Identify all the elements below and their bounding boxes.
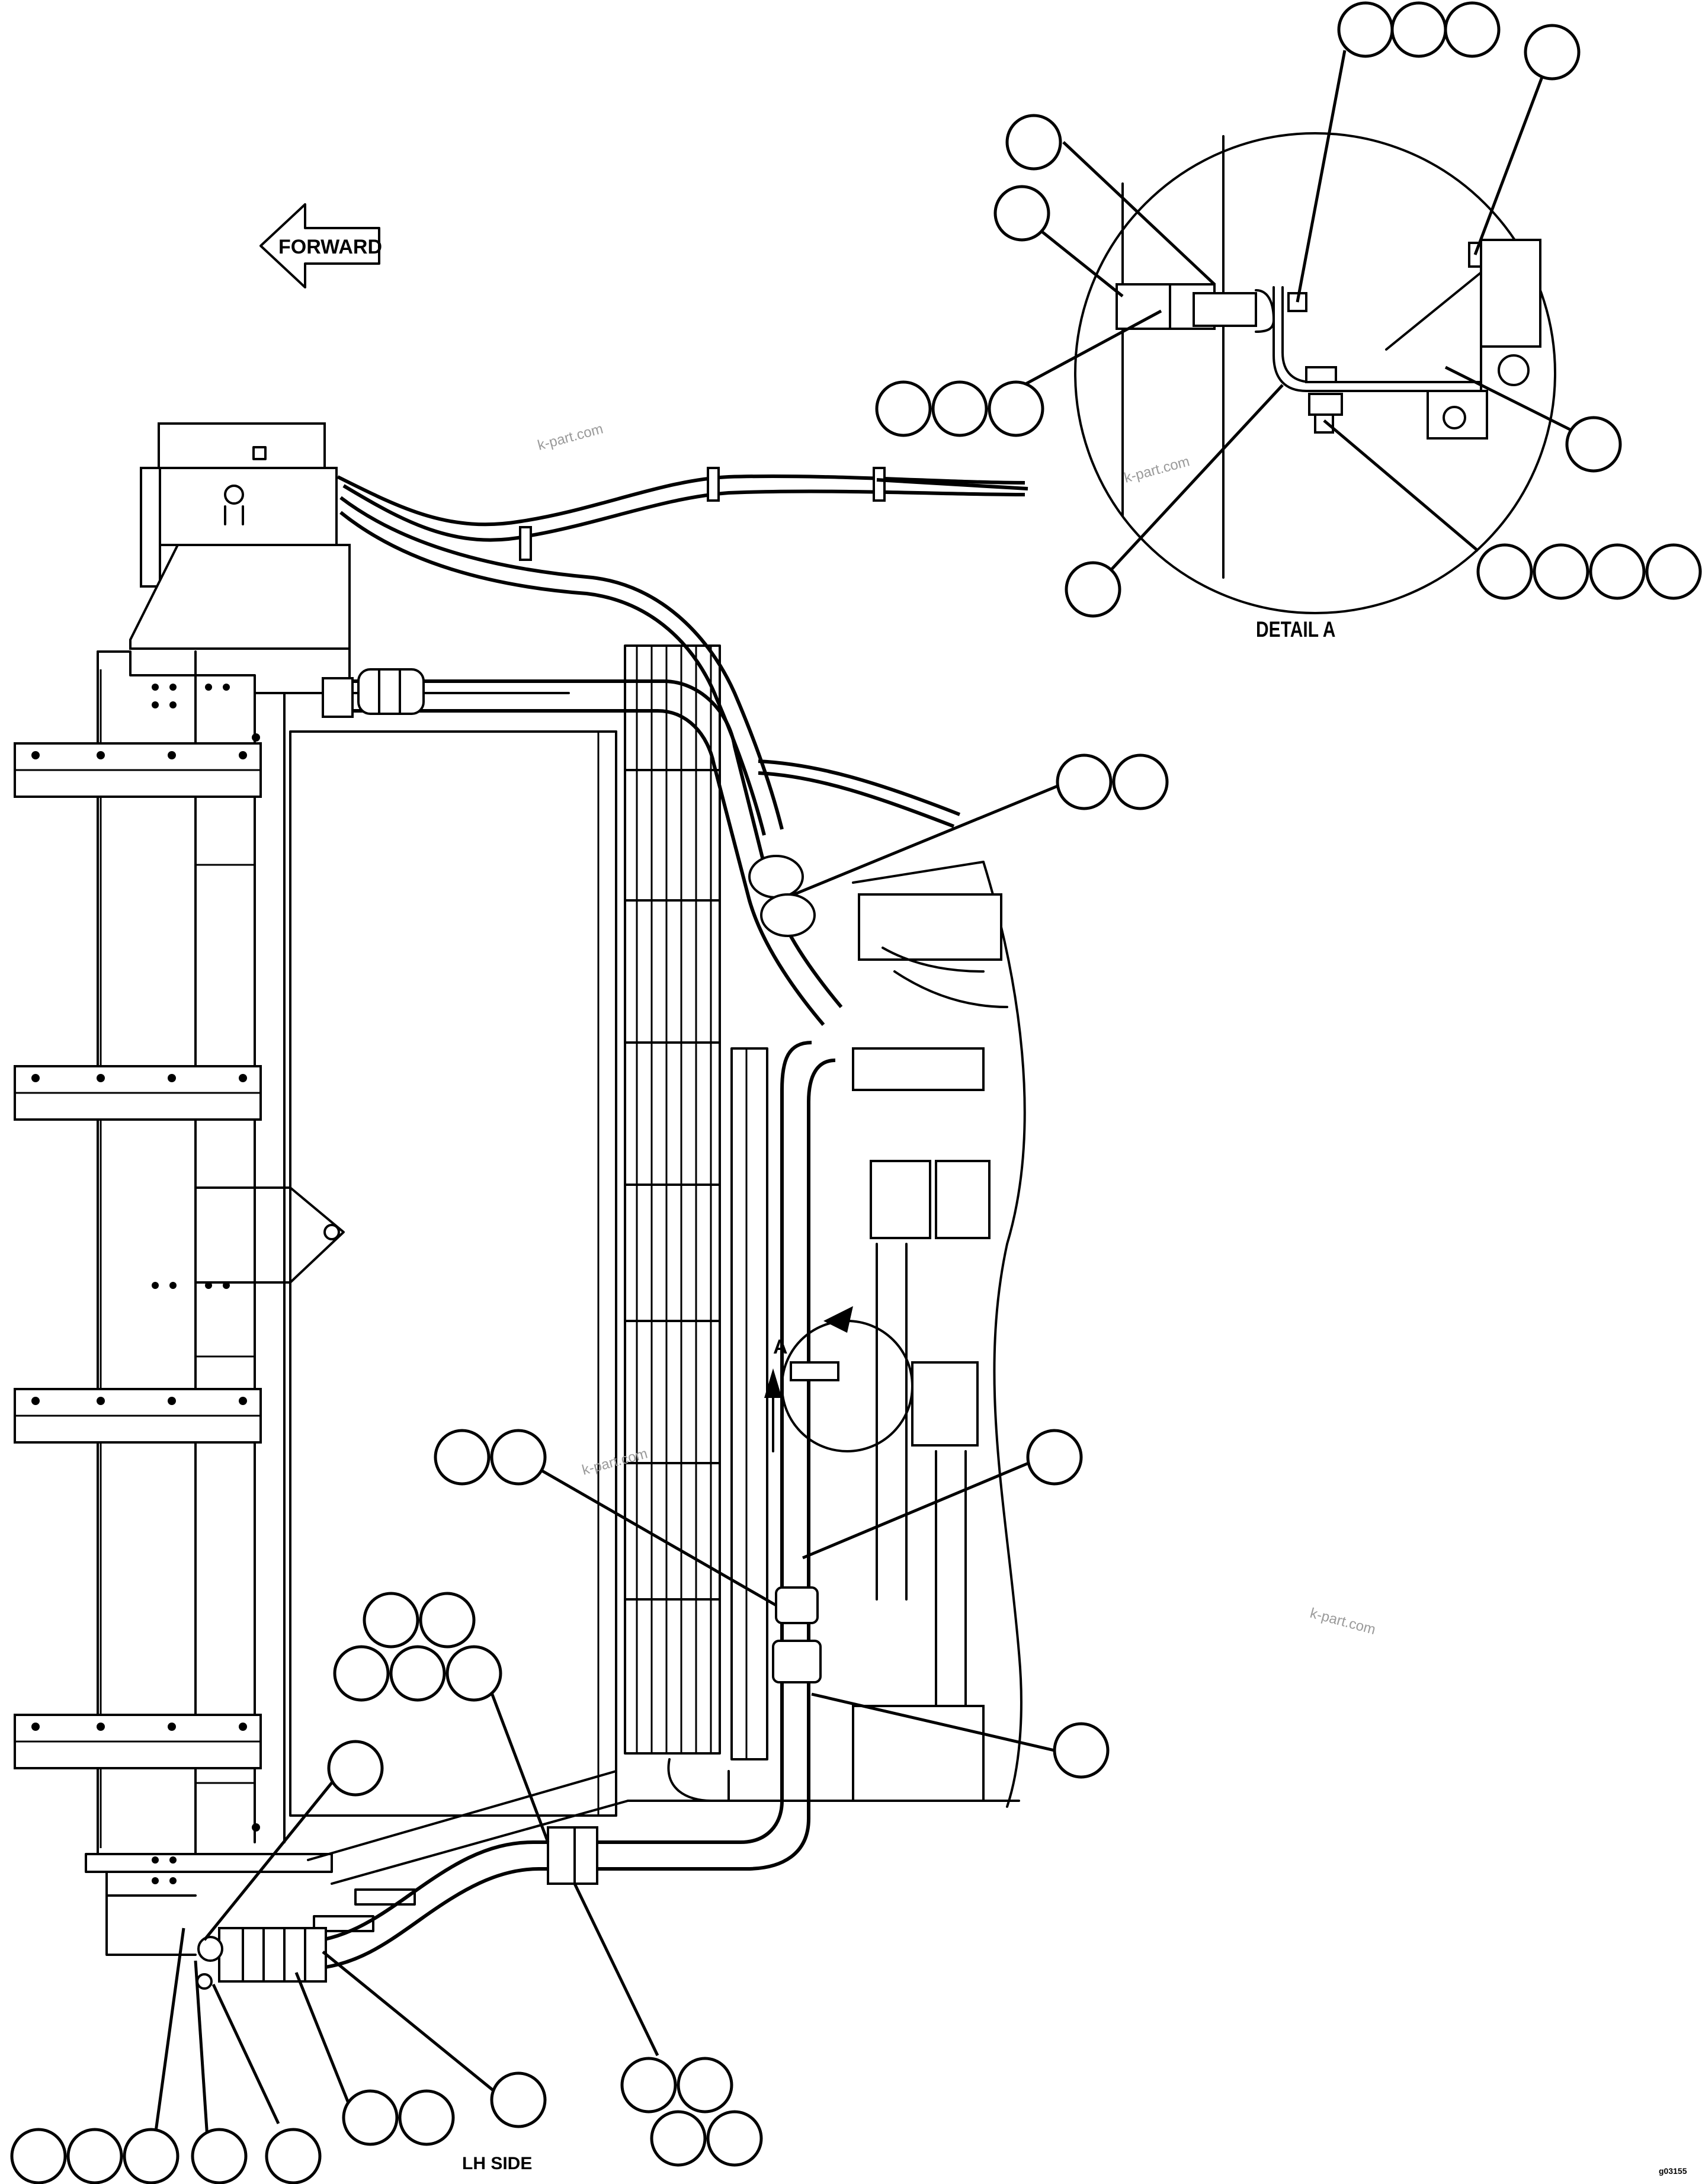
- mounting-holes: [31, 684, 260, 1884]
- coolant-tank: [129, 422, 351, 650]
- watermark: k-part.com: [1308, 1605, 1377, 1638]
- view-marker-label: A: [773, 1336, 788, 1358]
- cooler-core: [289, 644, 768, 1817]
- figure-code: g03155: [1659, 2166, 1687, 2176]
- hose-ferrule: [322, 668, 425, 718]
- detail-a-title: DETAIL A: [1256, 617, 1335, 642]
- engine-outline: [307, 861, 1026, 1932]
- watermark: k-part.com: [536, 421, 605, 453]
- watermark: k-part.com: [581, 1445, 649, 1478]
- detail-a-view-marker: A: [764, 1306, 913, 1452]
- radiator-frame: [14, 650, 570, 1956]
- lh-side-label: LH SIDE: [462, 2154, 532, 2173]
- callout-balloons: [10, 1, 1702, 2184]
- forward-arrow-icon: FORWARD: [259, 203, 382, 288]
- ac-hoses: [196, 467, 1028, 1990]
- cooler-fins: [624, 644, 721, 1755]
- detail-a-view: [1074, 132, 1556, 614]
- watermark: k-part.com: [1123, 453, 1191, 486]
- forward-label: FORWARD: [278, 236, 382, 258]
- leader-lines: [152, 50, 1595, 2145]
